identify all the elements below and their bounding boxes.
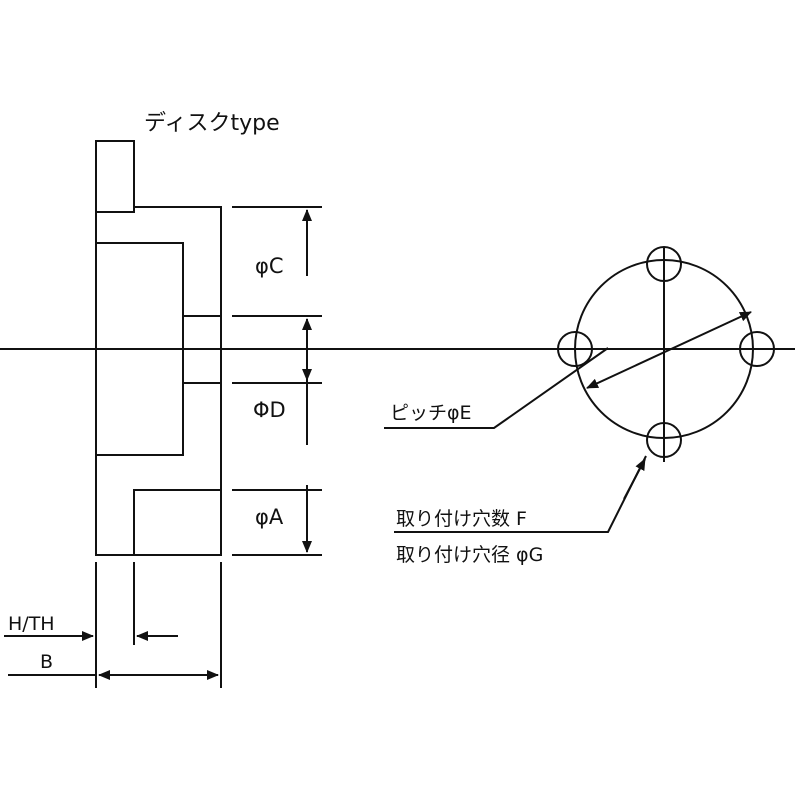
- label-phi-d: ΦD: [253, 398, 286, 422]
- mounting-hole-bottom: [646, 422, 682, 458]
- hub-outline: [96, 242, 184, 456]
- label-phi-c: φC: [255, 254, 284, 278]
- disc-outline: [95, 140, 222, 556]
- hub-bore: [183, 315, 221, 384]
- drawing-title: ディスクtype: [144, 111, 280, 136]
- pitch-leader: [384, 347, 609, 429]
- pitch-diameter-arrow: [586, 311, 752, 389]
- label-h-th: H/TH: [8, 613, 55, 635]
- label-hole-diameter: 取り付け穴径 φG: [396, 544, 543, 566]
- disc-step-top: [96, 207, 135, 213]
- label-pitch: ピッチφE: [390, 402, 472, 424]
- mounting-hole-top: [646, 246, 682, 282]
- label-hole-count: 取り付け穴数 F: [396, 508, 527, 530]
- label-b: B: [40, 651, 53, 673]
- disc-step-bottom: [133, 489, 221, 555]
- label-phi-a: φA: [255, 505, 284, 529]
- hole-leader-arrow: [623, 458, 646, 500]
